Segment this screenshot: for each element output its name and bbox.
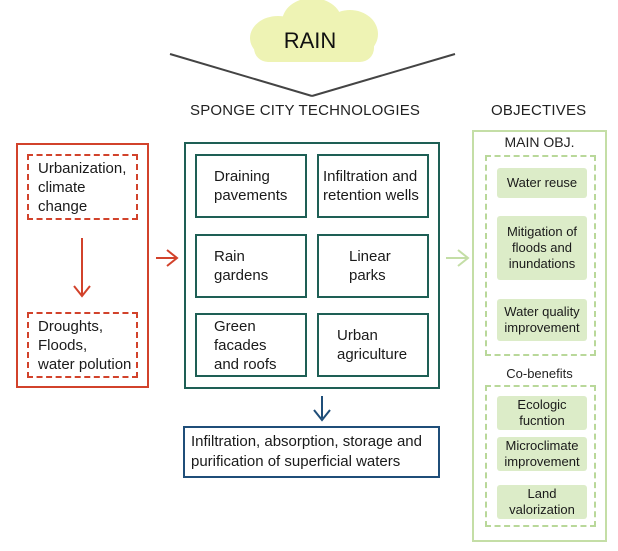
cause-line: Urbanization, [38, 160, 127, 177]
blue-down-arrow-head [313, 409, 331, 422]
main-objectives-group [485, 155, 596, 356]
effect-line: Droughts, [38, 318, 104, 335]
cobenefits-group [485, 385, 596, 527]
technologies-heading: SPONGE CITY TECHNOLOGIES [190, 102, 421, 119]
funnel-left-line [169, 53, 313, 97]
objectives-heading: OBJECTIVES [491, 102, 587, 119]
cause-arrow-head [73, 285, 91, 298]
funnel-right-line [311, 53, 456, 97]
effect-droughts-box: Droughts, Floods, water polution [27, 312, 138, 378]
cause-urbanization-box: Urbanization, climate change [27, 154, 138, 220]
effect-line: water polution [38, 356, 132, 373]
cause-line: change [38, 198, 88, 215]
objectives-box [472, 130, 607, 542]
main-objectives-label: MAIN OBJ. [504, 134, 575, 150]
red-right-arrow-head [166, 249, 179, 267]
rain-label: RAIN [283, 28, 337, 53]
cloud-shape [250, 0, 378, 62]
objective-water-reuse: Water reuse [497, 168, 587, 198]
causes-box [16, 143, 149, 388]
cobenefits-label: Co-benefits [506, 366, 573, 381]
outcome-line-1: Infiltration, absorption, storage and [191, 433, 422, 450]
outcome-box: Infiltration, absorption, storage and pu… [183, 426, 440, 478]
effect-line: Floods, [38, 337, 88, 354]
cause-line: climate [38, 179, 86, 196]
outcome-line-2: purification of superficial waters [191, 453, 401, 470]
technologies-box [184, 142, 440, 389]
green-right-arrow-head [457, 249, 470, 267]
